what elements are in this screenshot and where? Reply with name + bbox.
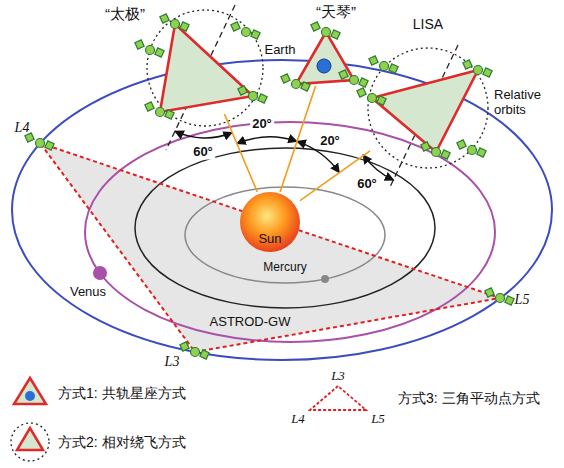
spacecraft-marker	[25, 133, 54, 150]
spacecraft-marker	[180, 342, 209, 359]
spacecraft-marker	[135, 40, 164, 57]
spacecraft-marker	[281, 74, 310, 91]
spacecraft-marker	[457, 140, 486, 157]
formation-triangle	[372, 70, 478, 152]
node-label: Relative orbits	[494, 88, 550, 118]
inner-orbit	[135, 148, 435, 308]
angle-label: 60°	[191, 145, 215, 160]
spacecraft-marker	[160, 14, 189, 31]
body-label: Mercury	[261, 261, 308, 275]
lagrange-point-label: L4	[13, 120, 32, 136]
spacecraft-marker	[231, 22, 260, 39]
lagrange-point-label: L3	[329, 369, 347, 384]
constellation-triangle: “太极”	[155, 22, 255, 114]
legend-text: 方式2: 相对绕飞方式	[58, 434, 186, 450]
lagrange-point-label: L5	[369, 412, 387, 427]
node-label: Earth	[264, 43, 295, 58]
legend-icon	[11, 423, 49, 461]
earth-dot	[317, 59, 331, 73]
node-label: “太极”	[105, 5, 145, 22]
constellation-triangle: LISARelative orbits	[370, 68, 482, 154]
spacecraft-marker	[485, 288, 514, 305]
node-outline	[370, 68, 482, 154]
angle-label: 20°	[250, 117, 274, 132]
lagrange-point-label: L5	[513, 292, 532, 308]
node-label: “天琴”	[316, 3, 356, 20]
spacecraft-marker	[311, 22, 340, 39]
spacecraft-marker	[463, 60, 492, 77]
spacecraft-marker	[339, 70, 368, 87]
relative-orbit-circle	[147, 10, 263, 126]
spacecraft-marker	[357, 88, 386, 105]
venus-orbit	[85, 122, 495, 342]
legend-icon	[17, 428, 43, 450]
mercury-planet	[321, 275, 329, 283]
spacecraft-marker	[369, 56, 398, 73]
angle-label: 60°	[355, 177, 379, 192]
venus-planet	[93, 266, 107, 280]
legend-icon	[25, 391, 35, 401]
legend-icon	[14, 378, 46, 404]
sun-disc	[240, 192, 300, 252]
astrod-triangle	[40, 143, 500, 352]
sun-circle: Sun	[240, 192, 300, 252]
spacecraft-marker	[238, 86, 267, 103]
legend-icon	[310, 386, 366, 410]
earth-orbit	[12, 60, 552, 360]
body-label: Venus	[68, 285, 108, 300]
formation-triangle	[160, 24, 253, 112]
angle-label: 20°	[318, 134, 342, 149]
body-label: ASTROD-GW	[208, 315, 293, 330]
spacecraft-marker	[145, 102, 174, 119]
node-outline	[294, 30, 356, 86]
angle-arc	[237, 137, 297, 144]
sightline-connector	[280, 86, 316, 192]
legend-text: 方式3: 三角平动点方式	[398, 390, 540, 406]
lagrange-point-label: L3	[163, 354, 182, 370]
legend-text: 方式1: 共轨星座方式	[58, 385, 186, 401]
node-label: LISA	[413, 16, 443, 32]
node-outline	[155, 22, 255, 114]
node-label: Sun	[258, 232, 281, 247]
astrod-region	[40, 143, 500, 352]
angle-arc	[175, 131, 232, 138]
spacecraft-marker	[421, 142, 450, 159]
lagrange-point-label: L4	[289, 412, 307, 427]
constellation-triangle: “天琴”Earth	[294, 30, 356, 86]
